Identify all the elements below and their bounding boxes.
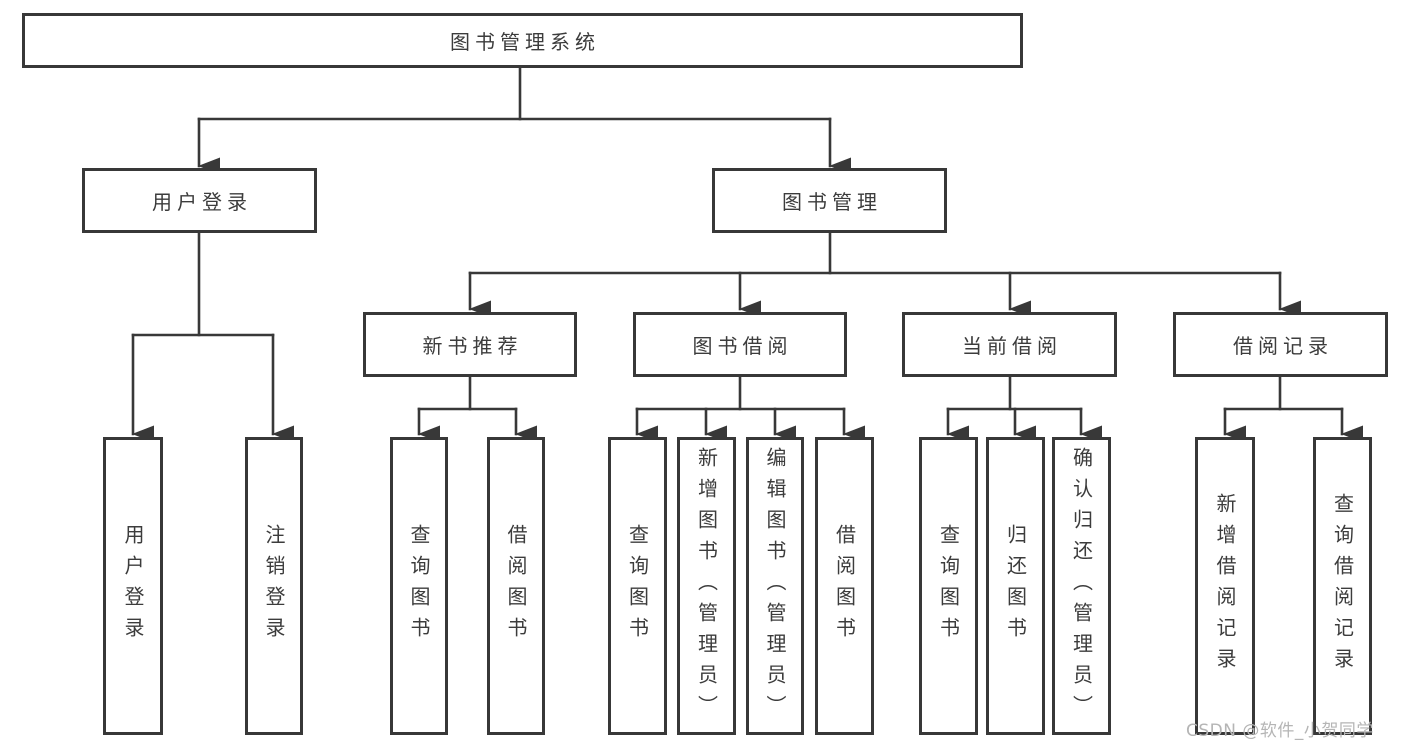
node-current-borrow-label: 当前借阅: [962, 334, 1062, 358]
leaf-edit-books-admin: 编辑图书（管理员）: [746, 437, 804, 735]
leaf-user-login-label: 用户登录: [121, 524, 145, 648]
node-root: 图书管理系统: [22, 13, 1023, 68]
edges-user-login: [131, 231, 294, 443]
edges-book-borrow: [635, 375, 865, 443]
node-book-borrow: 图书借阅: [633, 312, 847, 377]
leaf-confirm-return-admin: 确认归还（管理员）: [1052, 437, 1111, 735]
leaf-logout: 注销登录: [245, 437, 303, 735]
leaf-return-books-label: 归还图书: [1003, 524, 1028, 648]
node-book-management: 图书管理: [712, 168, 947, 233]
leaf-query-borrow-record-label: 查询借阅记录: [1330, 493, 1355, 679]
edges-current-borrow: [946, 375, 1102, 443]
leaf-add-books-admin: 新增图书（管理员）: [677, 437, 736, 735]
leaf-query-books-current-label: 查询图书: [936, 524, 961, 648]
edges-borrow-records: [1223, 375, 1363, 443]
edges-new-book-recommend: [417, 375, 537, 443]
node-user-login-label: 用户登录: [152, 190, 252, 214]
leaf-edit-books-admin-label: 编辑图书（管理员）: [763, 446, 787, 726]
leaf-borrow-books-label: 借阅图书: [832, 524, 857, 648]
edges-root: [197, 66, 851, 175]
node-user-login: 用户登录: [82, 168, 317, 233]
node-root-label: 图书管理系统: [450, 30, 600, 54]
node-new-book-recommend-label: 新书推荐: [422, 334, 523, 358]
leaf-add-borrow-record-label: 新增借阅记录: [1213, 493, 1237, 679]
leaf-borrow-books-recommend-label: 借阅图书: [504, 524, 528, 648]
leaf-borrow-books: 借阅图书: [815, 437, 874, 735]
node-book-borrow-label: 图书借阅: [692, 334, 793, 358]
leaf-return-books: 归还图书: [986, 437, 1045, 735]
leaf-query-books-borrow: 查询图书: [608, 437, 667, 735]
node-current-borrow: 当前借阅: [902, 312, 1117, 377]
leaf-query-books-borrow-label: 查询图书: [625, 524, 650, 648]
leaf-query-books-recommend-label: 查询图书: [407, 524, 431, 648]
leaf-borrow-books-recommend: 借阅图书: [487, 437, 545, 735]
leaf-confirm-return-admin-label: 确认归还（管理员）: [1069, 446, 1094, 726]
node-book-management-label: 图书管理: [782, 190, 882, 214]
node-new-book-recommend: 新书推荐: [363, 312, 577, 377]
leaf-query-books-current: 查询图书: [919, 437, 978, 735]
watermark-text: CSDN @软件_小贺同学: [1186, 721, 1374, 741]
leaf-query-borrow-record: 查询借阅记录: [1313, 437, 1372, 735]
leaf-logout-label: 注销登录: [262, 524, 286, 648]
leaf-user-login: 用户登录: [103, 437, 163, 735]
leaf-add-borrow-record: 新增借阅记录: [1195, 437, 1255, 735]
node-borrow-records-label: 借阅记录: [1233, 334, 1333, 358]
leaf-add-books-admin-label: 新增图书（管理员）: [694, 446, 719, 726]
edges-book-management: [468, 231, 1301, 318]
leaf-query-books-recommend: 查询图书: [390, 437, 448, 735]
node-borrow-records: 借阅记录: [1173, 312, 1388, 377]
